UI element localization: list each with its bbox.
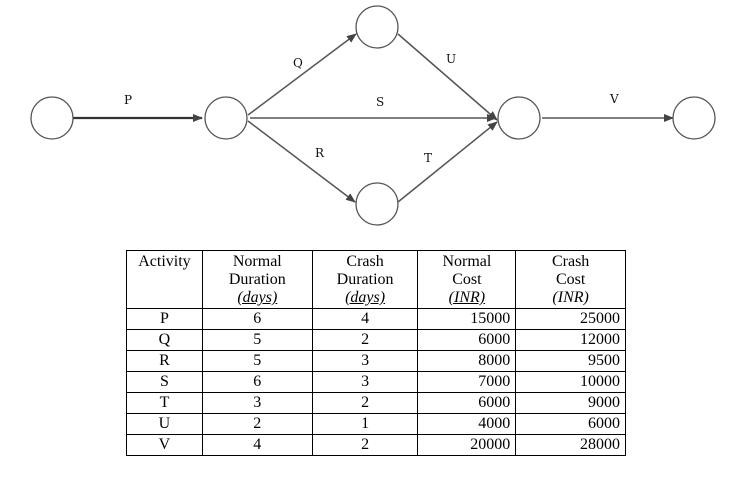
cell-normal-duration: 2 <box>201 413 313 435</box>
cell-crash-duration: 2 <box>311 392 419 414</box>
node-1 <box>30 96 74 140</box>
header-crash-cost: Crash Cost (INR) <box>515 250 626 309</box>
edge-u <box>397 33 498 121</box>
cell-crash-cost: 10000 <box>515 371 626 393</box>
cell-activity: V <box>126 434 203 456</box>
header-crash-cost-line1: Crash <box>551 253 590 270</box>
header-activity: Activity <box>126 250 203 309</box>
header-normal-duration: Normal Duration (days) <box>201 250 313 309</box>
node-6 <box>672 96 716 140</box>
node-3 <box>355 5 399 49</box>
cell-normal-duration: 4 <box>201 434 313 456</box>
activity-table-body: P 6 4 15000 25000 Q 5 2 6000 12000 R 5 3… <box>126 308 626 456</box>
cell-activity: S <box>126 371 203 393</box>
cell-normal-duration: 5 <box>201 329 313 351</box>
edge-q <box>247 33 357 116</box>
table-row: P 6 4 15000 25000 <box>126 308 626 330</box>
cell-crash-duration: 2 <box>311 434 419 456</box>
cell-activity: Q <box>126 329 203 351</box>
cell-normal-cost: 4000 <box>417 413 517 435</box>
cell-crash-cost: 6000 <box>515 413 626 435</box>
cell-activity: P <box>126 308 203 330</box>
edge-label-u: U <box>446 52 456 66</box>
cell-crash-cost: 9500 <box>515 350 626 372</box>
edge-r <box>247 120 356 203</box>
cell-crash-duration: 3 <box>311 350 419 372</box>
edge-label-t: T <box>424 151 432 165</box>
cell-crash-duration: 2 <box>311 329 419 351</box>
edge-label-p: P <box>124 93 132 107</box>
table-row: U 2 1 4000 6000 <box>126 413 626 435</box>
header-crash-cost-unit: (INR) <box>552 289 589 306</box>
activity-table-header: Activity Normal Duration (days) Crash Du… <box>126 250 626 309</box>
header-crash-cost-line2: Cost <box>555 271 586 288</box>
cell-normal-cost: 7000 <box>417 371 517 393</box>
cell-activity: T <box>126 392 203 414</box>
cell-crash-cost: 12000 <box>515 329 626 351</box>
edge-t <box>397 121 498 203</box>
cell-normal-duration: 3 <box>201 392 313 414</box>
header-crash-duration: Crash Duration (days) <box>311 250 419 309</box>
cell-normal-duration: 5 <box>201 350 313 372</box>
table-row: V 4 2 20000 28000 <box>126 434 626 456</box>
table-row: R 5 3 8000 9500 <box>126 350 626 372</box>
table-row: Q 5 2 6000 12000 <box>126 329 626 351</box>
header-normal-cost-unit: (INR) <box>448 289 486 306</box>
cell-activity: U <box>126 413 203 435</box>
edge-label-r: R <box>315 146 325 160</box>
activity-network-diagram: P Q R S T U V <box>30 5 716 226</box>
node-5 <box>497 96 541 140</box>
header-normal-cost-line2: Cost <box>452 271 482 288</box>
cell-normal-cost: 15000 <box>417 308 517 330</box>
edge-label-q: Q <box>293 56 303 70</box>
header-crash-duration-line1: Crash <box>346 253 384 270</box>
node-2 <box>204 96 248 140</box>
cell-crash-cost: 28000 <box>515 434 626 456</box>
header-normal-duration-line2: Duration <box>228 271 286 288</box>
cell-normal-cost: 20000 <box>417 434 517 456</box>
cell-crash-duration: 4 <box>311 308 419 330</box>
activity-table: Activity Normal Duration (days) Crash Du… <box>126 250 626 456</box>
cell-normal-cost: 8000 <box>417 350 517 372</box>
node-4 <box>355 182 399 226</box>
edge-label-s: S <box>376 95 384 109</box>
header-crash-duration-line2: Duration <box>336 271 394 288</box>
header-crash-duration-unit: (days) <box>345 289 386 306</box>
cell-crash-duration: 3 <box>311 371 419 393</box>
cell-normal-duration: 6 <box>201 308 313 330</box>
header-normal-cost: Normal Cost (INR) <box>417 250 517 309</box>
cell-activity: R <box>126 350 203 372</box>
header-normal-duration-unit: (days) <box>237 289 278 306</box>
table-row: S 6 3 7000 10000 <box>126 371 626 393</box>
edge-label-v: V <box>609 92 619 106</box>
cell-normal-duration: 6 <box>201 371 313 393</box>
header-normal-cost-line1: Normal <box>442 253 492 270</box>
header-activity-label: Activity <box>138 253 191 270</box>
header-normal-duration-line1: Normal <box>232 253 282 270</box>
cell-crash-cost: 9000 <box>515 392 626 414</box>
table-row: T 3 2 6000 9000 <box>126 392 626 414</box>
cell-crash-cost: 25000 <box>515 308 626 330</box>
cell-crash-duration: 1 <box>311 413 419 435</box>
cell-normal-cost: 6000 <box>417 392 517 414</box>
cell-normal-cost: 6000 <box>417 329 517 351</box>
